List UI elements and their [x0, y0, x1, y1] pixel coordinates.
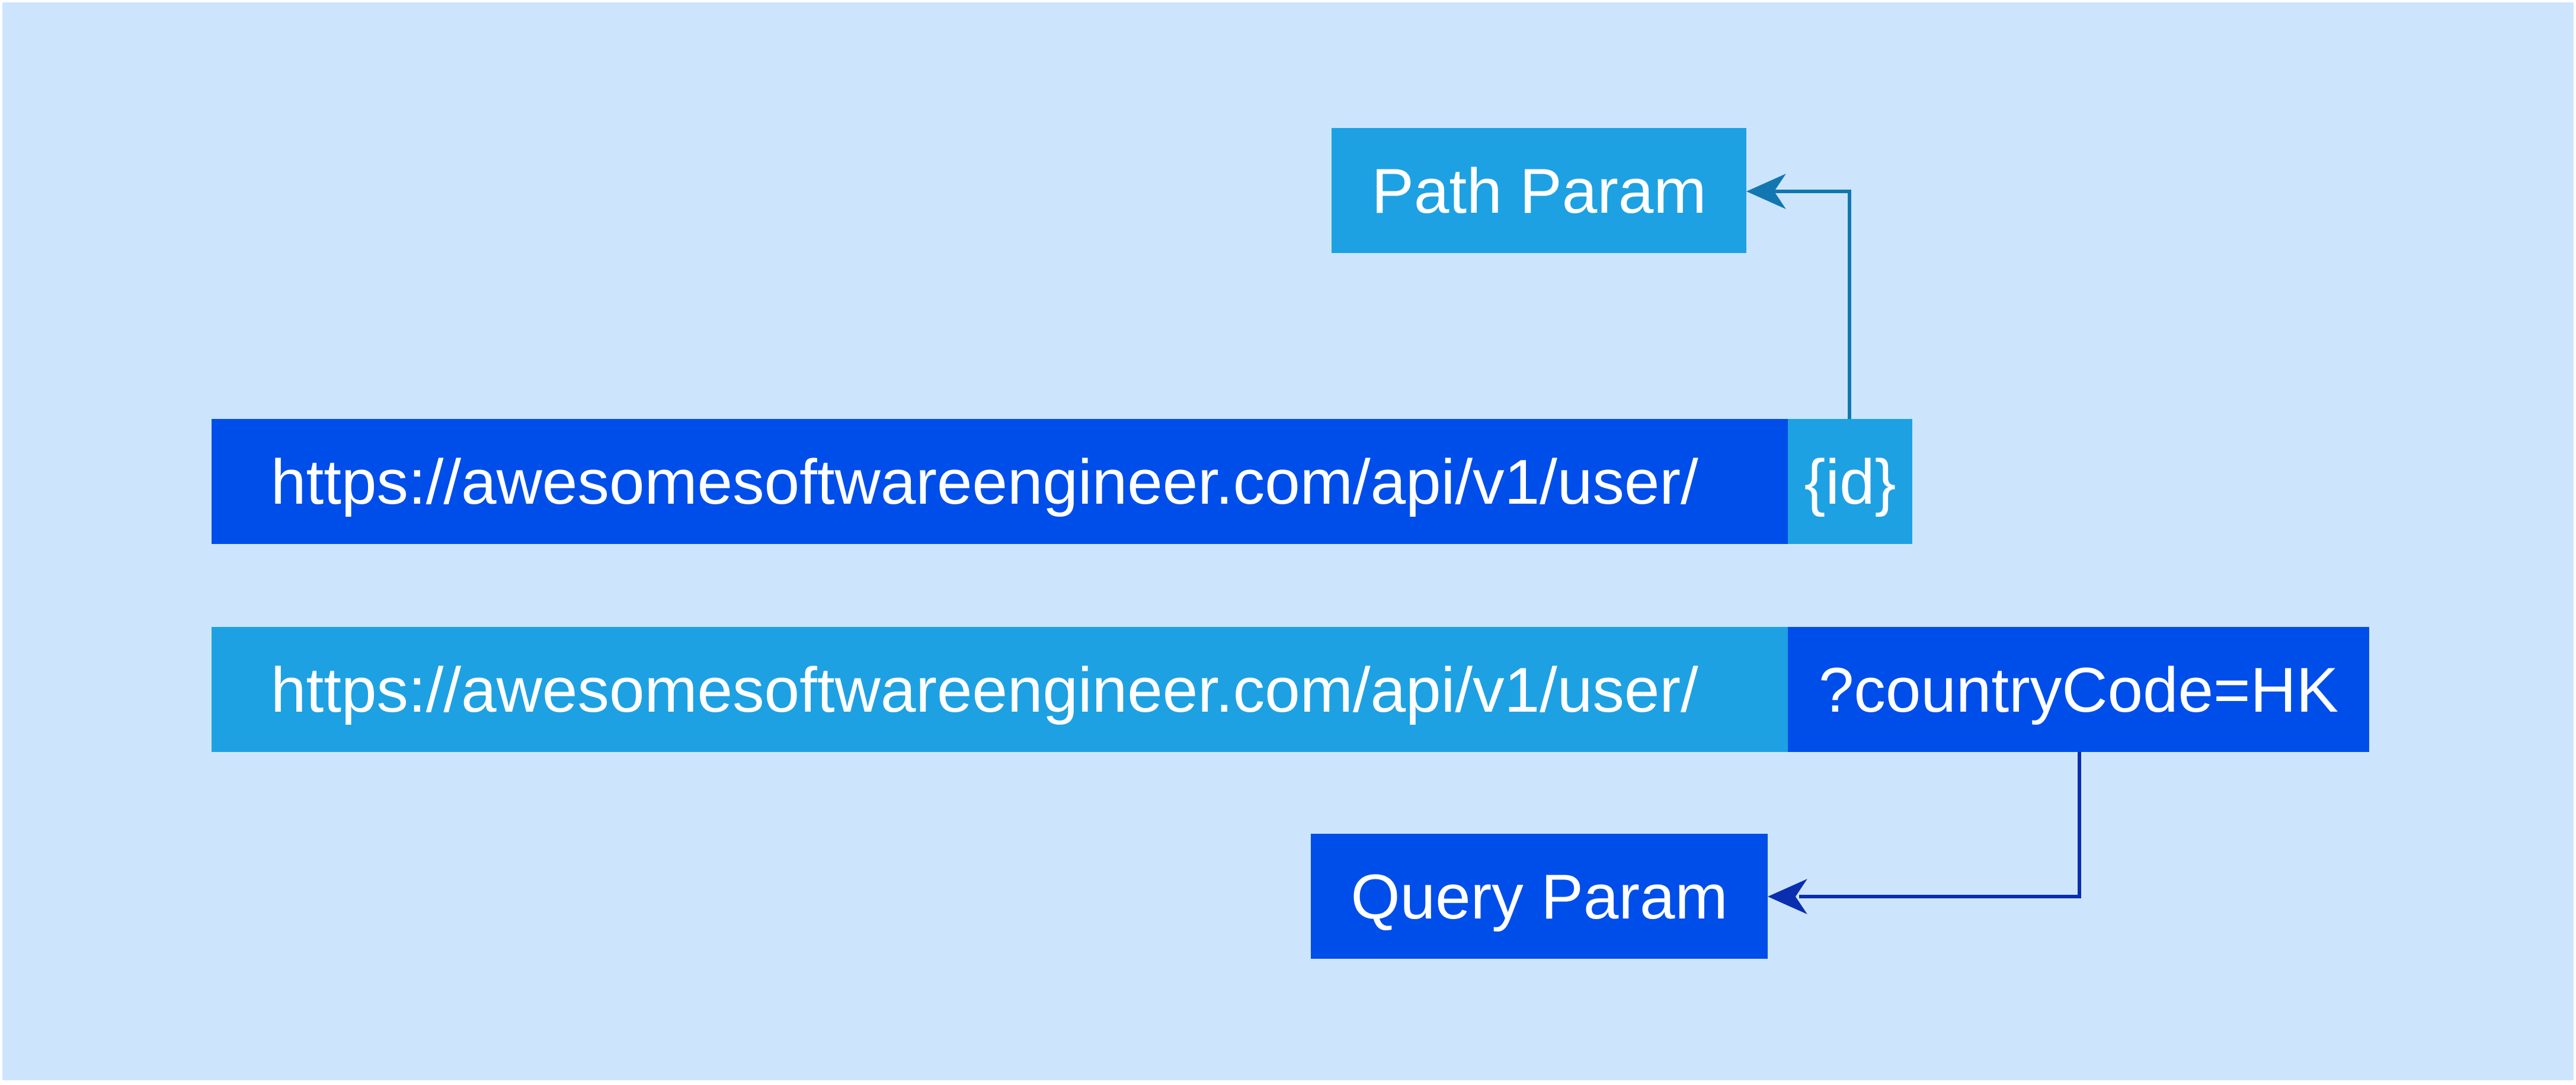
path-param-arrow	[1746, 174, 1851, 419]
path-url-base-text: https://awesomesoftwareengineer.com/api/…	[271, 446, 1698, 517]
path-param-text: Path Param	[1371, 155, 1707, 226]
query-url-country-param: ?countryCode=HK	[1788, 627, 2369, 752]
query-param-arrow	[1768, 752, 2081, 914]
query-param-text: Query Param	[1351, 860, 1728, 932]
path-url-id-param: {id}	[1788, 419, 1912, 544]
path-url-id-text: {id}	[1804, 446, 1896, 517]
path-url-base: https://awesomesoftwareengineer.com/api/…	[212, 419, 1788, 544]
query-param-label: Query Param	[1311, 834, 1768, 959]
path-param-label: Path Param	[1332, 128, 1746, 253]
query-url-base: https://awesomesoftwareengineer.com/api/…	[212, 627, 1788, 752]
query-url-country-text: ?countryCode=HK	[1818, 654, 2339, 725]
query-url-base-text: https://awesomesoftwareengineer.com/api/…	[271, 654, 1698, 725]
